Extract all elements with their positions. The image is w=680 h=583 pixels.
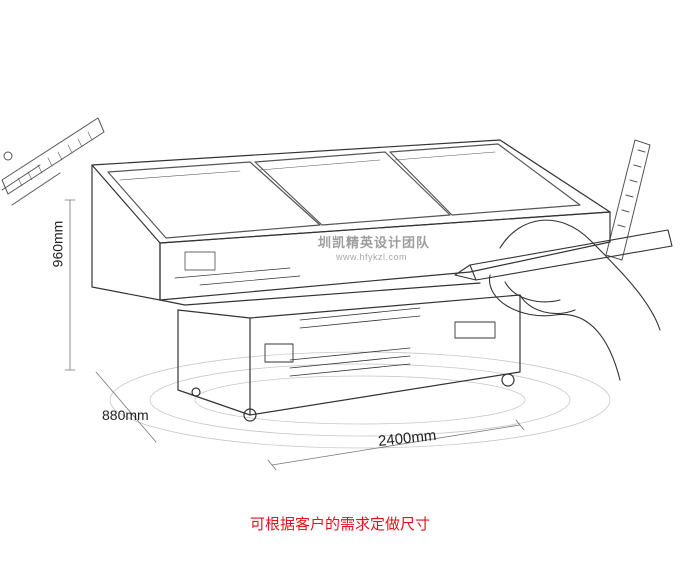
floor-guide-ellipses	[109, 351, 611, 449]
cabinet-top	[91, 139, 611, 244]
hand-with-pencil	[454, 219, 673, 381]
depth-dimension-label: 880mm	[102, 407, 149, 423]
base-cabinet	[177, 294, 521, 416]
watermark-logo-text: 圳凯精英设计团队	[318, 235, 431, 250]
front-panel	[159, 241, 611, 301]
ruler-right	[605, 139, 651, 261]
height-dimension-label: 960mm	[49, 220, 66, 268]
dimension-lines	[64, 199, 525, 471]
glass-lids	[107, 143, 581, 239]
switch-panel	[264, 343, 294, 363]
vent-slots	[289, 307, 421, 377]
thermostat-panel	[454, 321, 496, 339]
custom-size-caption: 可根据客户的需求定做尺寸	[249, 516, 430, 533]
ruler-left	[1, 117, 105, 206]
watermark-url: www.hfykzl.com	[336, 252, 408, 262]
casters	[191, 373, 515, 422]
